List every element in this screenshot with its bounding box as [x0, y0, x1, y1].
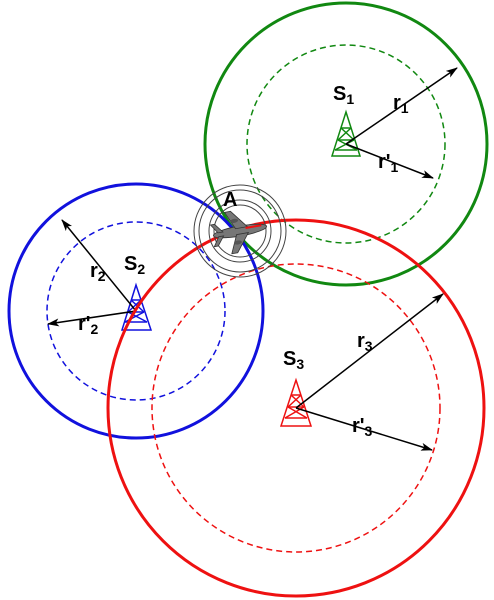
- aircraft-label: A: [223, 189, 237, 211]
- station-3-inner-radius-arrow: [295, 407, 433, 451]
- station-1-outer-radius-label: r1: [393, 92, 409, 116]
- station-3-inner-range-circle: [151, 263, 441, 553]
- airplane-icon: [209, 210, 268, 255]
- station-3-tower-icon: [279, 377, 313, 427]
- station-1-group: S1 r1 r'1: [203, 1, 489, 287]
- station-2-inner-range-circle: [46, 221, 226, 401]
- station-2-outer-radius-arrow: [61, 219, 137, 312]
- aircraft-signal-rings: [193, 184, 287, 278]
- station-3-group: S3 r3 r'3: [106, 218, 486, 598]
- station-1-inner-range-circle: [246, 44, 446, 244]
- station-3-inner-radius-label: r'3: [352, 415, 373, 439]
- station-1-outer-radius-arrow: [345, 67, 458, 145]
- station-1-inner-radius-arrow: [345, 143, 434, 179]
- station-1-tower-icon: [330, 109, 362, 157]
- station-3-label: S3: [283, 348, 304, 372]
- station-2-label: S2: [124, 253, 145, 277]
- station-1-inner-radius-label: r'1: [378, 151, 399, 175]
- station-1-label: S1: [333, 83, 354, 107]
- station-2-outer-radius-label: r2: [90, 260, 106, 284]
- station-2-inner-radius-arrow: [47, 310, 137, 327]
- station-3-outer-range-circle: [106, 218, 486, 598]
- station-1-outer-range-circle: [203, 1, 489, 287]
- aircraft-group: A: [193, 184, 287, 278]
- station-3-outer-radius-arrow: [295, 293, 444, 409]
- station-2-outer-range-circle: [7, 182, 265, 440]
- station-2-inner-radius-label: r'2: [78, 313, 99, 337]
- station-3-outer-radius-label: r3: [357, 330, 373, 354]
